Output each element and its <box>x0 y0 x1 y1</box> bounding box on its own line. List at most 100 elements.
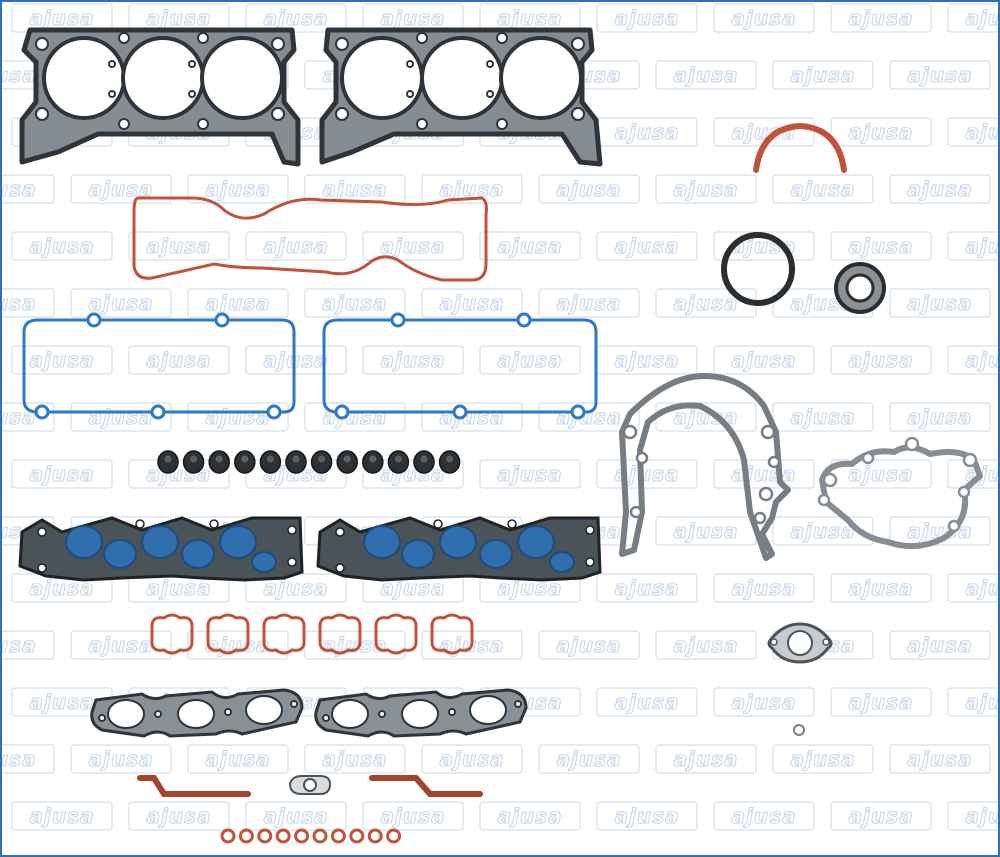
watermark-tile: ajusa <box>772 402 874 432</box>
watermark-tile: ajusa <box>128 3 230 33</box>
small-o-ring <box>294 828 310 844</box>
side-rail-gasket-left <box>137 775 251 797</box>
watermark-text: ajusa <box>30 804 95 828</box>
watermark-tile: ajusa <box>187 402 289 432</box>
valve-cover-gasket-blue-right <box>322 312 598 420</box>
watermark-tile: ajusa <box>245 3 347 33</box>
watermark-text: ajusa <box>264 804 329 828</box>
intake-port-seal <box>374 613 418 655</box>
watermark-text: ajusa <box>615 348 680 372</box>
watermark-tile: ajusa <box>128 231 230 261</box>
watermark-text: ajusa <box>966 6 1000 30</box>
watermark-text: ajusa <box>615 804 680 828</box>
watermark-text: ajusa <box>206 177 271 201</box>
watermark-text: ajusa <box>264 576 329 600</box>
watermark-text: ajusa <box>908 633 973 657</box>
watermark-text: ajusa <box>557 633 622 657</box>
watermark-text: ajusa <box>791 405 856 429</box>
watermark-tile: ajusa <box>362 3 464 33</box>
watermark-text: ajusa <box>440 747 505 771</box>
valve-stem-seal <box>208 450 230 474</box>
watermark-tile: ajusa <box>947 3 1000 33</box>
watermark-tile: ajusa <box>362 231 464 261</box>
watermark-tile: ajusa <box>70 744 172 774</box>
watermark-text: ajusa <box>498 6 563 30</box>
watermark-tile: ajusa <box>830 117 932 147</box>
watermark-tile: ajusa <box>128 345 230 375</box>
watermark-text: ajusa <box>206 747 271 771</box>
crankshaft-seal-ring <box>721 232 795 306</box>
valve-stem-seal <box>310 450 333 474</box>
watermark-text: ajusa <box>381 234 446 258</box>
watermark-text: ajusa <box>732 690 797 714</box>
valve-stem-seal <box>285 450 307 474</box>
watermark-tile: ajusa <box>479 459 581 489</box>
watermark-tile: ajusa <box>421 174 523 204</box>
exhaust-manifold-gasket-left <box>90 688 304 738</box>
watermark-text: ajusa <box>966 348 1000 372</box>
watermark-tile: ajusa <box>655 288 757 318</box>
watermark-text: ajusa <box>849 6 914 30</box>
watermark-tile: ajusa <box>713 3 815 33</box>
watermark-tile: ajusa <box>830 231 932 261</box>
watermark-tile: ajusa <box>304 402 406 432</box>
watermark-text: ajusa <box>30 462 95 486</box>
watermark-tile: ajusa <box>830 3 932 33</box>
intake-port-seal <box>430 613 474 655</box>
watermark-tile: ajusa <box>596 801 698 831</box>
watermark-text: ajusa <box>732 348 797 372</box>
watermark-tile: ajusa <box>772 516 874 546</box>
watermark-text: ajusa <box>674 747 739 771</box>
cylinder-head-gasket-left <box>19 27 301 167</box>
watermark-tile: ajusa <box>596 3 698 33</box>
watermark-text: ajusa <box>791 519 856 543</box>
watermark-tile: ajusa <box>11 687 113 717</box>
watermark-text: ajusa <box>440 177 505 201</box>
watermark-text: ajusa <box>732 120 797 144</box>
watermark-tile: ajusa <box>304 288 406 318</box>
watermark-tile: ajusa <box>889 402 991 432</box>
watermark-tile: ajusa <box>245 801 347 831</box>
watermark-tile: ajusa <box>70 630 172 660</box>
watermark-tile: ajusa <box>421 402 523 432</box>
watermark-text: ajusa <box>323 291 388 315</box>
valve-stem-seal <box>182 450 205 474</box>
watermark-tile: ajusa <box>830 801 932 831</box>
watermark-tile: ajusa <box>947 345 1000 375</box>
watermark-text: ajusa <box>2 633 37 657</box>
watermark-tile: ajusa <box>655 174 757 204</box>
watermark-tile: ajusa <box>830 459 932 489</box>
watermark-text: ajusa <box>908 291 973 315</box>
watermark-tile: ajusa <box>479 345 581 375</box>
watermark-tile: ajusa <box>889 744 991 774</box>
watermark-tile: ajusa <box>538 630 640 660</box>
watermark-tile: ajusa <box>947 231 998 261</box>
rear-main-seal-half <box>753 122 847 173</box>
watermark-tile: ajusa <box>830 345 932 375</box>
thermostat-gasket <box>767 622 833 664</box>
watermark-text: ajusa <box>147 576 212 600</box>
valve-stem-seal <box>362 450 384 474</box>
small-o-ring <box>257 828 273 844</box>
small-o-ring-single <box>793 724 805 736</box>
valve-stem-seal <box>259 450 282 474</box>
small-o-ring <box>386 828 402 844</box>
valve-cover-gasket-blue-left <box>22 312 296 420</box>
watermark-text: ajusa <box>2 747 37 771</box>
watermark-tile: ajusa <box>596 117 698 147</box>
watermark-tile: ajusa <box>947 687 998 717</box>
watermark-text: ajusa <box>557 747 622 771</box>
watermark-tile: ajusa <box>947 117 998 147</box>
watermark-text: ajusa <box>323 405 388 429</box>
watermark-text: ajusa <box>908 405 973 429</box>
valve-stem-seal <box>157 450 179 474</box>
watermark-tile: ajusa <box>889 288 991 318</box>
watermark-tile: ajusa <box>245 573 347 603</box>
watermark-tile: ajusa <box>304 174 406 204</box>
watermark-text: ajusa <box>615 690 680 714</box>
watermark-tile: ajusa <box>889 60 991 90</box>
timing-cover-gasket <box>619 373 791 561</box>
watermark-text: ajusa <box>2 63 37 87</box>
